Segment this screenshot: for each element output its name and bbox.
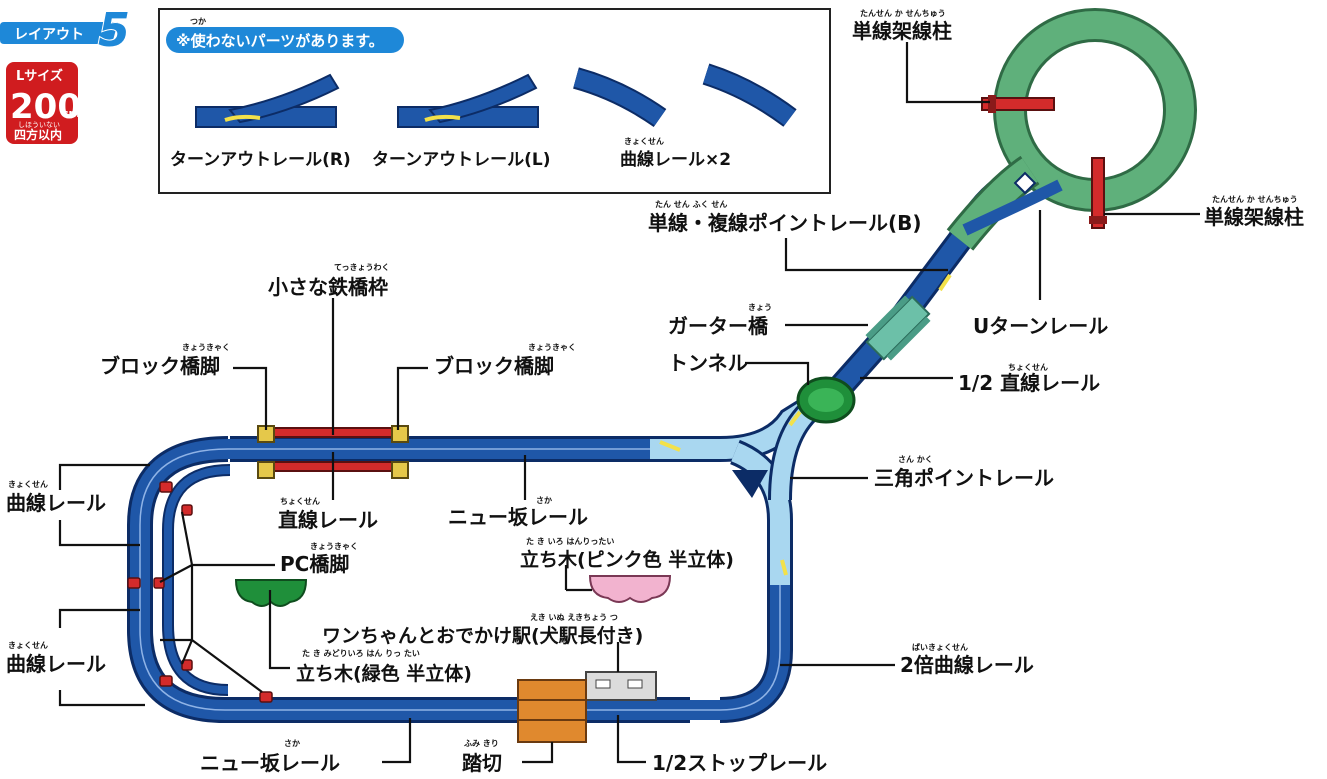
size-note-ruby: しほういない [18,121,60,129]
small-bridge-label: 小さな鉄橋枠 [268,275,388,299]
single-pole-top [981,95,1055,113]
tansen-right-ruby: たんせん か せんちゅう [1212,194,1298,204]
small-bridge-ruby: てっきょうわく [334,263,390,272]
curve-x2-ruby: きょくせん [624,137,664,146]
pc-piers [127,481,273,703]
size-prefix: Lサイズ [16,68,63,84]
crossing-label: 踏切 [462,751,502,775]
stop-rail-label: 1/2ストップレール [652,751,827,775]
layout-number: 5 [98,3,130,57]
tansen-top-label: 単線架線柱 [852,19,952,43]
new-slope-bottom-label: ニュー坂レール [200,751,340,775]
size-note: 四方以内 [14,127,62,142]
tree-pink-ruby: た き いろ はんりったい [526,536,614,546]
double-curve-label: 2倍曲線レール [900,653,1034,677]
station-label: ワンちゃんとおでかけ駅(犬駅長付き) [322,624,643,647]
curve-top-ruby: きょくせん [8,480,48,489]
triangle-point-ruby: さん かく [898,455,933,464]
block-pier-left [257,425,275,479]
tunnel [796,376,856,424]
tree-green-label: 立ち木(緑色 半立体) [296,662,472,685]
pc-pier-label: PC橋脚 [280,552,349,576]
station-ruby: えき いぬ えきちょう つ [530,613,618,622]
straight-label: 直線レール [278,508,378,532]
pink-tree [588,575,672,603]
tree-pink-label: 立ち木(ピンク色 半立体) [520,548,734,571]
curve-x2-label: 曲線レール×2 [620,149,731,170]
single-pole-right [1089,157,1107,229]
block-left-ruby: きょうきゃく [182,343,230,352]
double-curve-ruby: ばいきょくせん [912,642,968,652]
new-slope-top-label: ニュー坂レール [448,505,588,529]
size-tag: Lサイズ 200 cm しほういない 四方以内 [6,62,81,144]
size-number: 200 [10,87,81,127]
girder-bridge [865,295,931,361]
station [585,671,657,701]
block-right-label: ブロック橋脚 [434,354,554,378]
tansen-right-label: 単線架線柱 [1204,205,1304,229]
u-turn-label: Uターンレール [973,314,1108,338]
triangle-point-label: 三角ポイントレール [874,466,1054,490]
curve-bottom-ruby: きょくせん [8,641,48,650]
tansen-top-ruby: たんせん か せんちゅう [860,8,946,18]
size-unit: cm [62,107,80,120]
block-pier-right [391,425,409,479]
turnout-rail-r-icon [195,73,340,128]
curve-bottom-label: 曲線レール [6,652,106,676]
pc-pier-ruby: きょうきゃく [310,542,358,551]
half-straight-ruby: ちょくせん [1008,363,1048,372]
unused-parts-box: つか ※使わないパーツがあります。 ターンアウトレール(R) ターンアウトレール… [158,8,831,194]
layout-badge: レイアウト 5 [0,2,131,58]
leader-lines [58,42,1200,764]
point-b-label: 単線・複線ポイントレール(B) [648,211,922,235]
diagram-labels: たんせん か せんちゅう 単線架線柱 たんせん か せんちゅう 単線架線柱 たん… [6,8,1304,775]
turnout-rail-l-icon [397,73,539,128]
straight-ruby: ちょくせん [280,497,320,506]
unused-note-ruby: つか [190,17,206,26]
turnout-l-label: ターンアウトレール(L) [372,150,551,170]
new-slope-top-ruby: さか [536,496,552,505]
u-turn-rail [946,8,1197,251]
tunnel-label: トンネル [668,351,748,375]
half-straight-label: 1/2 直線レール [958,371,1100,395]
block-left-label: ブロック橋脚 [100,354,220,378]
girder-label: ガーター橋 [668,314,769,338]
girder-ruby: きょう [748,303,772,312]
point-b-ruby: たん せん ふく せん [655,199,727,209]
tree-green-ruby: た き みどりいろ はん りっ たい [302,648,420,658]
railroad-crossing [517,679,587,743]
layout-label: レイアウト [14,27,84,43]
triangle-point-rail [650,383,837,585]
crossing-ruby: ふみ きり [464,739,499,748]
curve-top-label: 曲線レール [6,491,106,515]
new-slope-bottom-ruby: さか [284,739,300,748]
unused-note: ※使わないパーツがあります。 [176,32,384,50]
turnout-r-label: ターンアウトレール(R) [170,150,351,170]
block-right-ruby: きょうきゃく [528,343,576,352]
